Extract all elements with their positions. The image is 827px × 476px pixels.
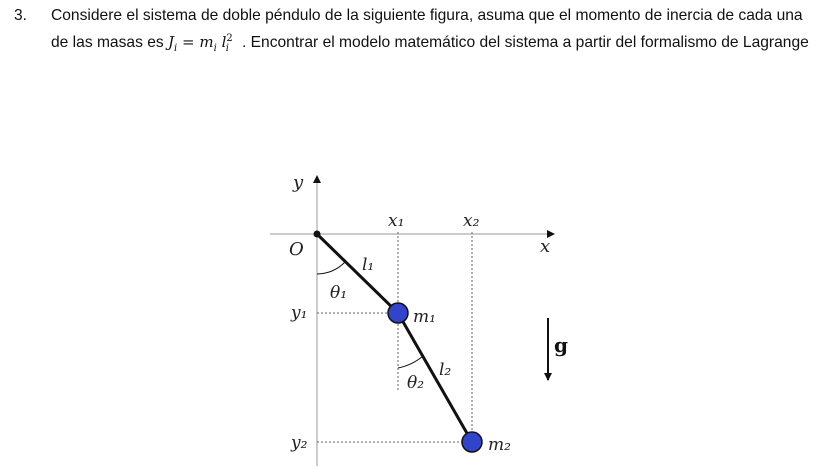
theta2-arc — [397, 355, 424, 369]
y-axis-label: y — [292, 172, 304, 193]
x-axis-label: x — [540, 236, 550, 257]
m1-label: m₁ — [413, 307, 436, 327]
problem-text-before: Considere el sistema de doble péndulo de… — [51, 7, 803, 51]
theta2-label: θ₂ — [407, 373, 424, 393]
origin-label: O — [289, 239, 304, 260]
origin-pivot — [313, 230, 321, 238]
y1-label: y₁ — [290, 303, 307, 323]
problem-text: Considere el sistema de doble péndulo de… — [51, 3, 821, 56]
x1-label: x₁ — [388, 211, 404, 231]
inertia-formula: Ji = mi l2i — [168, 33, 233, 54]
mass-2 — [461, 431, 483, 453]
problem-number: 3. — [14, 7, 28, 24]
x2-label: x₂ — [463, 211, 480, 231]
double-pendulum-diagram: y x O x₁ x₂ y₁ y₂ l₁ l₂ θ₁ θ₂ m₁ m₂ g — [270, 172, 568, 466]
mass-1 — [387, 302, 409, 324]
l1-label: l₁ — [362, 255, 374, 275]
double-pendulum-figure: y x O x₁ x₂ y₁ y₂ l₁ l₂ θ₁ θ₂ m₁ m₂ g — [250, 160, 590, 471]
theta1-label: θ₁ — [330, 283, 347, 303]
rod-1 — [315, 232, 400, 315]
rod-2 — [396, 312, 474, 443]
l2-label: l₂ — [439, 360, 451, 380]
problem-text-after: . Encontrar el modelo matemático del sis… — [241, 34, 809, 51]
theta1-arc — [316, 261, 346, 275]
m2-label: m₂ — [488, 435, 511, 455]
y2-label: y₂ — [290, 433, 308, 453]
gravity-label: g — [554, 333, 568, 357]
